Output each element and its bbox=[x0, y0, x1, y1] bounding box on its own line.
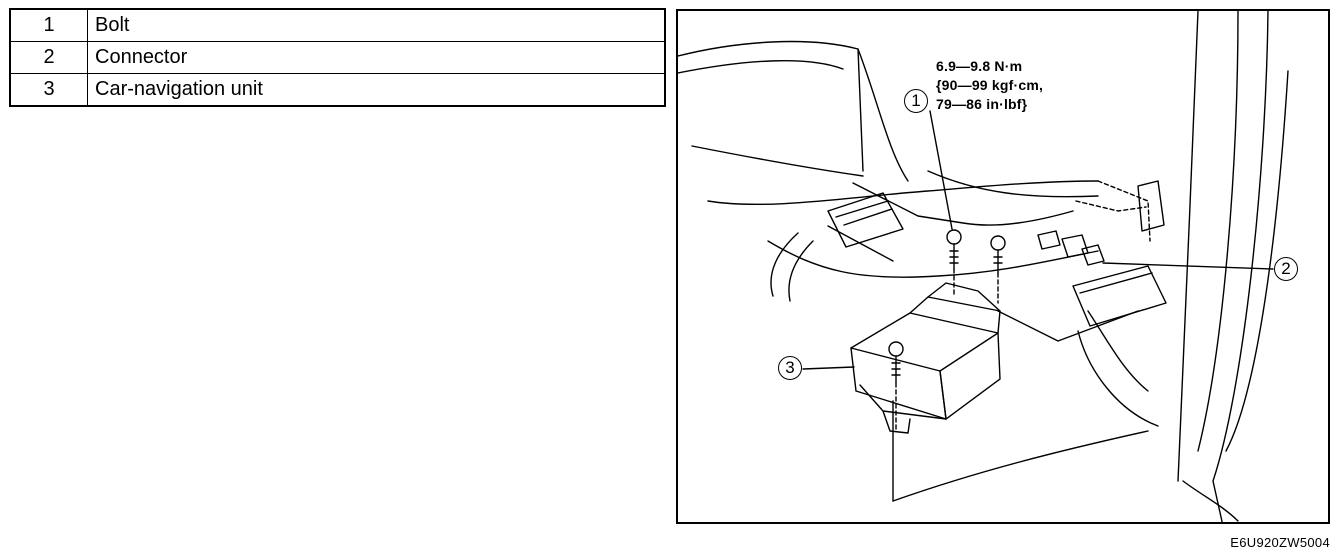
part-name: Bolt bbox=[87, 8, 666, 42]
part-name: Connector bbox=[87, 41, 666, 74]
installation-illustration: 6.9—9.8 N·m {90—99 kgf·cm, 79—86 in·lbf}… bbox=[676, 9, 1330, 524]
callout-unit: 3 bbox=[778, 356, 802, 380]
torque-line-3: 79—86 in·lbf} bbox=[936, 96, 1028, 112]
table-row: 2 Connector bbox=[9, 41, 666, 74]
parts-legend-table: 1 Bolt 2 Connector 3 Car-navigation unit bbox=[9, 8, 666, 107]
torque-spec: 6.9—9.8 N·m {90—99 kgf·cm, 79—86 in·lbf} bbox=[936, 57, 1043, 114]
callout-connector: 2 bbox=[1274, 257, 1298, 281]
torque-line-1: 6.9—9.8 N·m bbox=[936, 58, 1023, 74]
figure-code: E6U920ZW5004 bbox=[1230, 535, 1330, 550]
table-row: 1 Bolt bbox=[9, 8, 666, 42]
callout-bolt: 1 bbox=[904, 89, 928, 113]
part-number: 3 bbox=[9, 73, 88, 107]
line-drawing bbox=[678, 11, 1289, 522]
part-name: Car-navigation unit bbox=[87, 73, 666, 107]
table-row: 3 Car-navigation unit bbox=[9, 73, 666, 107]
torque-line-2: {90—99 kgf·cm, bbox=[936, 77, 1044, 93]
part-number: 2 bbox=[9, 41, 88, 74]
part-number: 1 bbox=[9, 8, 88, 42]
